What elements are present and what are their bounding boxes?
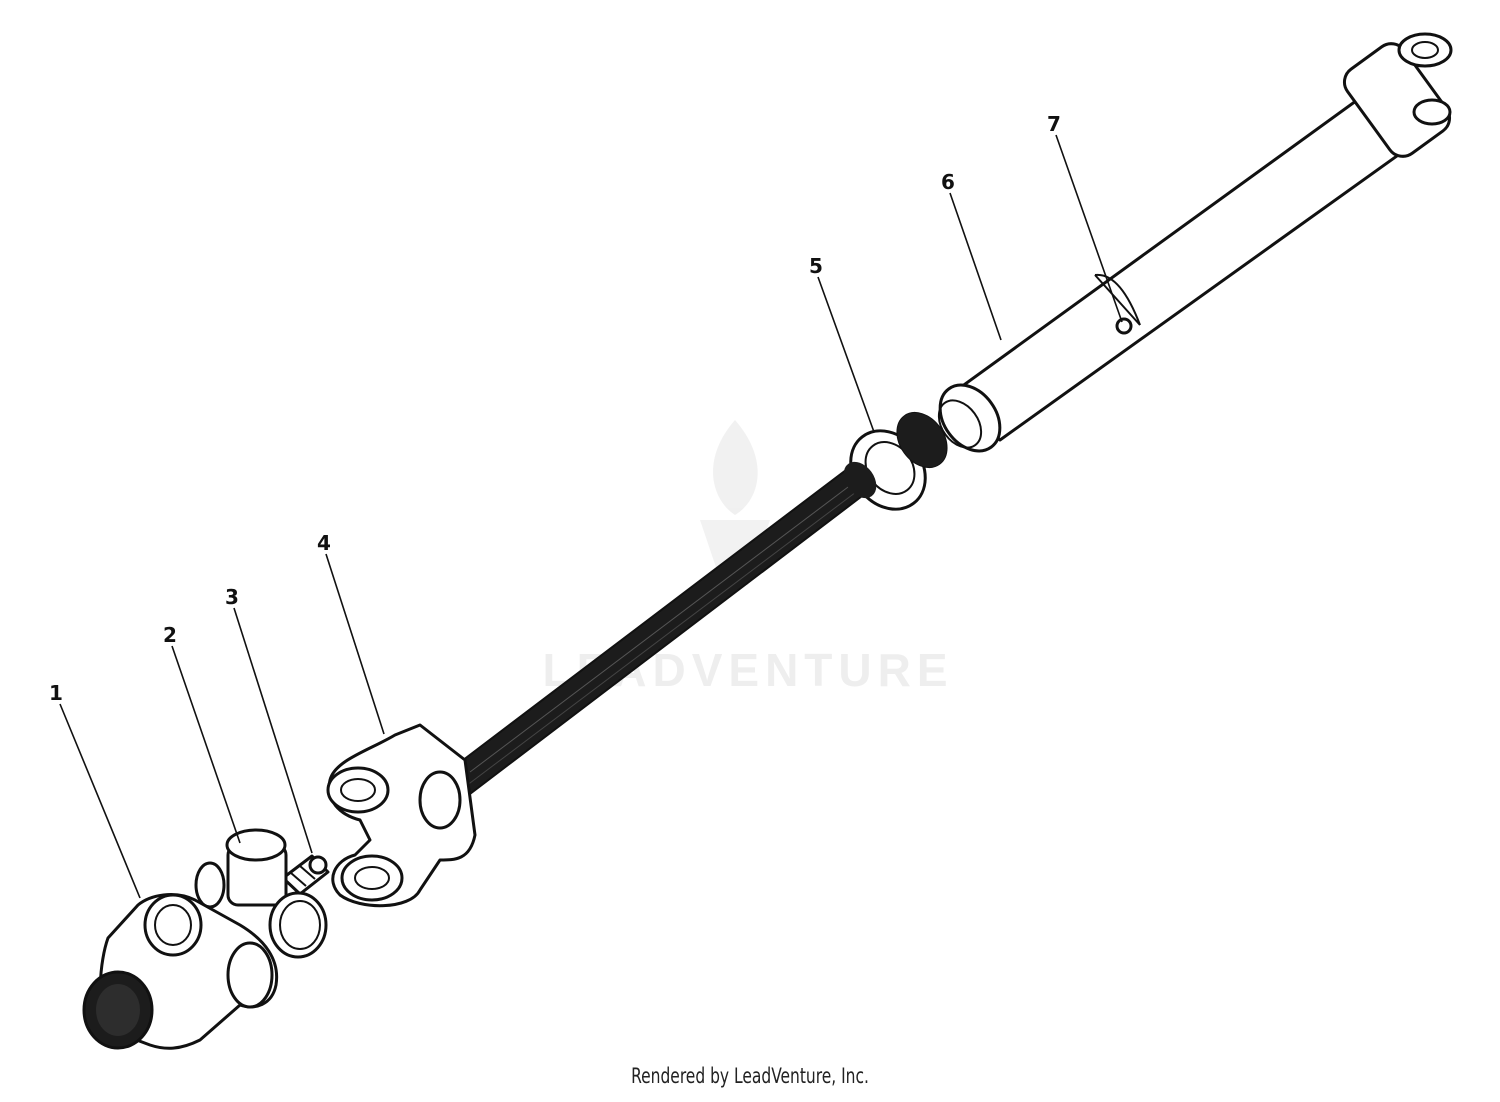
part-4-slip-yoke[interactable] [326,723,477,908]
leader-line-3 [233,607,313,854]
part-7-grease-fitting[interactable] [1115,317,1133,335]
callout-2[interactable]: 2 [163,623,177,647]
part-3-grease-fitting[interactable] [281,854,330,896]
leader-line-6 [949,192,1002,341]
callout-labels: 1 2 3 4 5 6 7 [49,112,1061,705]
leader-line-4 [325,553,385,735]
part-2-cross-bearing[interactable] [194,828,328,959]
footer-credit: Rendered by LeadVenture, Inc. [631,1064,869,1088]
callout-6[interactable]: 6 [941,170,955,194]
leader-line-2 [171,645,241,844]
part-4-splined-shaft[interactable] [448,403,957,802]
part-1-end-yoke[interactable] [82,893,279,1050]
part-6-outer-tube[interactable] [928,32,1456,462]
callout-4[interactable]: 4 [317,531,331,555]
callout-5[interactable]: 5 [809,254,823,278]
callout-3[interactable]: 3 [225,585,239,609]
callout-1[interactable]: 1 [49,681,63,705]
leader-lines [59,134,1123,899]
leader-line-7 [1055,134,1123,323]
leader-line-1 [59,703,141,899]
leader-line-5 [817,276,875,433]
callout-7[interactable]: 7 [1047,112,1061,136]
